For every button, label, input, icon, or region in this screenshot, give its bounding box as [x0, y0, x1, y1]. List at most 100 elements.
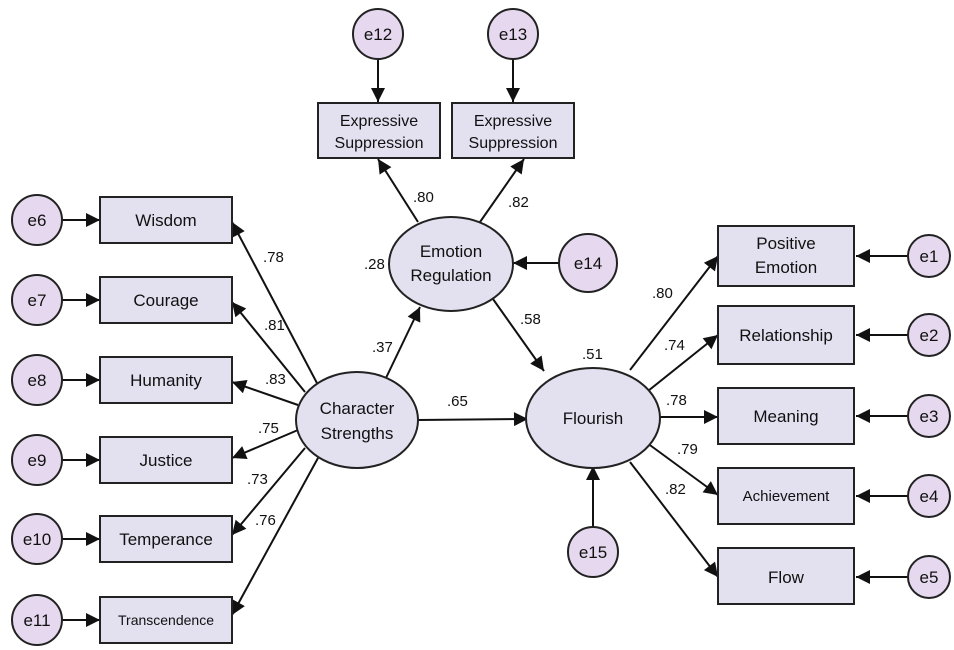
error-e3: e3	[907, 394, 951, 438]
indicator-courage: Courage	[99, 276, 233, 324]
error-e10: e10	[11, 513, 63, 565]
indicator-label: Wisdom	[135, 211, 196, 230]
latent-label-line1: Character	[320, 399, 395, 418]
indicator-expressive-suppression-1: Expressive Suppression	[317, 102, 441, 159]
error-e8: e8	[11, 354, 63, 406]
error-label: e3	[920, 407, 939, 426]
coef-relationship: .74	[664, 337, 685, 354]
indicator-label: Relationship	[739, 326, 833, 345]
error-label: e9	[28, 451, 47, 470]
error-e1: e1	[907, 234, 951, 278]
errors-top: e12 e13	[352, 8, 539, 60]
indicator-label: Achievement	[743, 488, 831, 505]
error-label: e4	[920, 487, 939, 506]
indicator-wisdom: Wisdom	[99, 196, 233, 244]
indicator-temperance: Temperance	[99, 515, 233, 563]
indicator-label: Transcendence	[118, 612, 214, 628]
indicator-label-line2: Suppression	[469, 135, 558, 152]
indicator-humanity: Humanity	[99, 356, 233, 404]
indicator-flow: Flow	[717, 547, 855, 605]
edge-cs-er	[384, 306, 421, 381]
indicator-expressive-suppression-2: Expressive Suppression	[451, 102, 575, 159]
indicator-label: Flow	[768, 568, 805, 587]
error-e2: e2	[907, 313, 951, 357]
error-e11: e11	[11, 594, 63, 646]
edges	[62, 58, 910, 627]
coef-achievement: .79	[677, 441, 698, 458]
latent-emotion-regulation: Emotion Regulation	[388, 216, 514, 312]
latent-label-line2: Strengths	[321, 424, 394, 443]
indicator-label-line2: Suppression	[335, 135, 424, 152]
edge-er-es1	[377, 158, 419, 223]
coef-wisdom: .78	[263, 249, 284, 266]
coef-flow: .82	[665, 481, 686, 498]
coef-temperance: .73	[247, 471, 268, 488]
r2-flourish: .51	[582, 346, 603, 363]
error-e12: e12	[352, 8, 404, 60]
error-e5: e5	[907, 555, 951, 599]
latent-label-line1: Emotion	[420, 242, 482, 261]
errors-right: e1 e2 e3 e4 e5	[907, 234, 951, 599]
error-e4: e4	[907, 474, 951, 518]
coef-meaning: .78	[666, 392, 687, 409]
error-e15: e15	[567, 526, 619, 578]
error-e6: e6	[11, 194, 63, 246]
error-e9: e9	[11, 434, 63, 486]
indicator-positive-emotion: Positive Emotion	[717, 225, 855, 287]
coef-transcendence: .76	[255, 512, 276, 529]
coef-humanity: .83	[265, 371, 286, 388]
error-label: e8	[28, 371, 47, 390]
coef-er-es2: .82	[508, 194, 529, 211]
indicator-label: Meaning	[753, 407, 818, 426]
edge-fl-achievement	[642, 439, 719, 496]
edge-fl-flow	[629, 461, 719, 578]
latent-character-strengths: Character Strengths	[295, 371, 419, 469]
edge-cs-courage	[231, 301, 306, 393]
edge-er-fl	[487, 291, 545, 372]
indicator-label: Humanity	[130, 371, 202, 390]
edge-cs-humanity	[231, 379, 299, 406]
error-label: e2	[920, 326, 939, 345]
error-label: e7	[28, 291, 47, 310]
edge-cs-wisdom	[231, 221, 319, 386]
r2-emotion-regulation: .28	[364, 256, 385, 273]
edge-cs-transcendence	[231, 457, 319, 616]
coef-cs-er: .37	[372, 339, 393, 356]
edge-cs-justice	[231, 429, 299, 459]
indicator-relationship: Relationship	[717, 305, 855, 365]
edge-fl-positive-emotion	[629, 255, 719, 371]
edge-fl-relationship	[642, 334, 719, 396]
latent-flourish: Flourish	[525, 367, 661, 469]
indicator-justice: Justice	[99, 436, 233, 484]
indicator-label-line1: Expressive	[340, 113, 418, 130]
error-label: e1	[920, 247, 939, 266]
coef-positive-emotion: .80	[652, 285, 673, 302]
error-label: e13	[499, 25, 527, 44]
indicator-meaning: Meaning	[717, 387, 855, 445]
edge-cs-temperance	[231, 447, 306, 536]
errors-left: e6 e7 e8 e9 e10 e11	[11, 194, 63, 646]
indicator-label: Courage	[133, 291, 198, 310]
error-label: e5	[920, 568, 939, 587]
indicator-label: Temperance	[119, 530, 213, 549]
error-label: e15	[579, 543, 607, 562]
coef-justice: .75	[258, 420, 279, 437]
latent-label: Flourish	[563, 409, 623, 428]
coef-er-fl: .58	[520, 311, 541, 328]
indicator-label: Justice	[140, 451, 193, 470]
coefficients: .78 .81 .83 .75 .73 .76 .80 .74 .78 .79 …	[247, 189, 698, 529]
coef-cs-fl: .65	[447, 393, 468, 410]
error-label: e11	[23, 611, 50, 630]
latent-label-line2: Regulation	[410, 266, 491, 285]
error-label: e10	[23, 530, 51, 549]
error-e14: e14	[558, 233, 618, 293]
indicator-achievement: Achievement	[717, 467, 855, 525]
indicator-label-line1: Positive	[756, 234, 816, 253]
error-label: e12	[364, 25, 392, 44]
edge-cs-fl	[417, 412, 529, 427]
error-e13: e13	[487, 8, 539, 60]
error-label: e6	[28, 211, 47, 230]
coef-courage: .81	[264, 317, 285, 334]
error-label: e14	[574, 254, 602, 273]
